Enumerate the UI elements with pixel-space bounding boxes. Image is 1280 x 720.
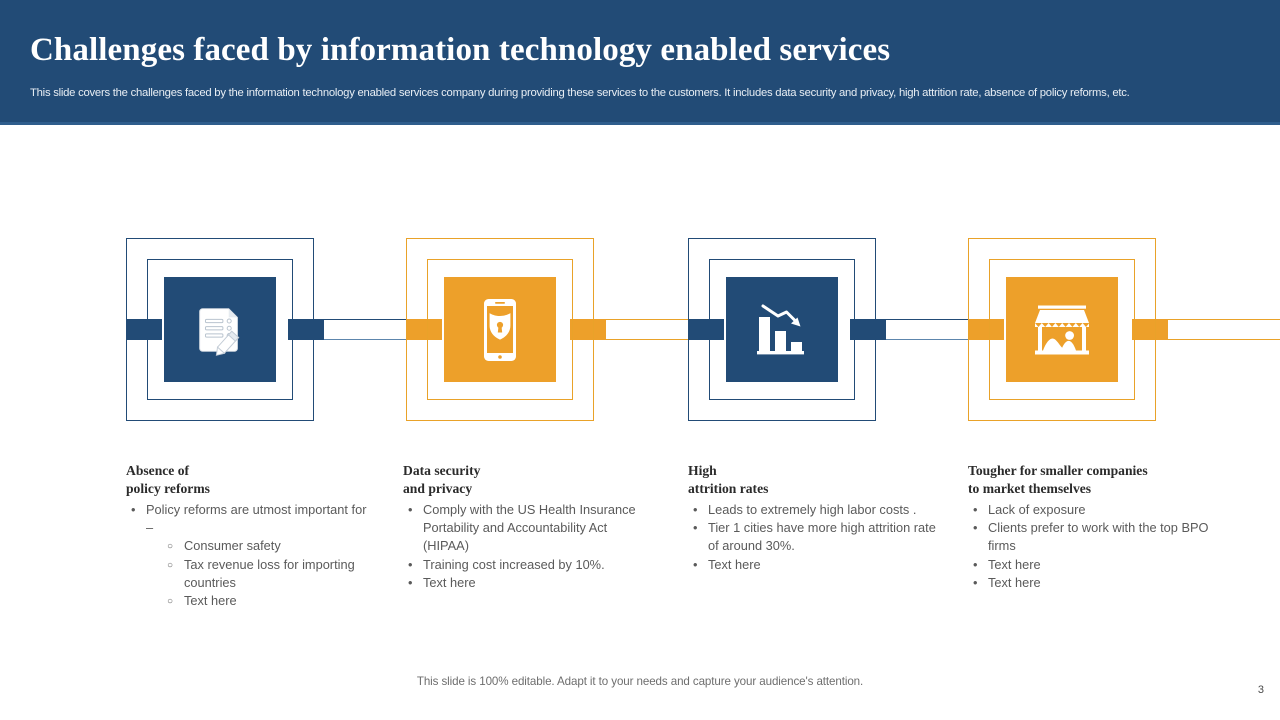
- list-item: • Training cost increased by 10%.: [403, 556, 653, 574]
- footer-note: This slide is 100% editable. Adapt it to…: [416, 675, 864, 688]
- node-outer-frame: [968, 238, 1156, 421]
- sub-list-item-text: Tax revenue loss for importing countries: [184, 556, 355, 590]
- storefront-shop-icon: [1035, 305, 1090, 354]
- process-node-3[interactable]: [688, 238, 876, 421]
- node-inner-frame: [709, 259, 855, 400]
- document-checklist-pencil-icon: [199, 307, 240, 356]
- bullet-marker: •: [693, 556, 698, 572]
- bullet-marker: •: [973, 520, 978, 536]
- list-item-text: Comply with the US Health Insurance Port…: [423, 502, 636, 554]
- sub-list-item: ○ Tax revenue loss for importing countri…: [164, 556, 376, 592]
- content-column-1: Absence of policy reforms • Policy refor…: [126, 462, 376, 610]
- sub-list-item-text: Consumer safety: [184, 538, 281, 554]
- page-subtitle: This slide covers the challenges faced b…: [30, 87, 1130, 99]
- connector-line-top-1-2: [324, 319, 406, 320]
- bullet-marker: •: [973, 574, 978, 590]
- page-number: 3: [1257, 684, 1264, 696]
- list-item: • Text here: [968, 574, 1230, 592]
- node-outer-frame: [688, 238, 876, 421]
- node-icon-tile: [164, 277, 276, 382]
- column-heading: High attrition rates: [688, 463, 769, 496]
- sub-list-item: ○ Text here: [164, 592, 376, 610]
- list-item: • Tier 1 cities have more high attrition…: [688, 519, 938, 555]
- content-column-3: High attrition rates • Leads to extremel…: [688, 462, 938, 574]
- connector-block-right-3: [850, 319, 886, 340]
- node-outer-frame: [126, 238, 314, 421]
- list-item: • Text here: [403, 574, 653, 592]
- sub-bullet-marker: ○: [167, 541, 174, 553]
- column-bullet-list: • Policy reforms are utmost important fo…: [126, 501, 376, 610]
- smartphone-shield-lock-icon: [484, 298, 516, 361]
- column-heading: Tougher for smaller companies to market …: [968, 463, 1148, 496]
- bullet-marker: •: [408, 556, 413, 572]
- list-item-text: Text here: [423, 574, 476, 590]
- node-inner-frame: [989, 259, 1135, 400]
- connector-block-right-2: [570, 319, 606, 340]
- list-item: • Comply with the US Health Insurance Po…: [403, 501, 653, 556]
- list-item: • Lack of exposure: [968, 501, 1230, 519]
- list-item-text: Clients prefer to work with the top BPO …: [988, 520, 1209, 554]
- sub-list-item-text: Text here: [184, 593, 237, 609]
- bullet-marker: •: [131, 502, 136, 517]
- page-title: Challenges faced by information technolo…: [30, 32, 891, 68]
- connector-line-top-2-3: [606, 319, 688, 320]
- column-bullet-list: • Leads to extremely high labor costs . …: [688, 501, 938, 574]
- list-item-text: Text here: [988, 556, 1041, 572]
- connector-line-bottom-2-3: [606, 339, 688, 340]
- list-item-text: Text here: [988, 574, 1041, 590]
- column-sub-bullet-list: ○ Consumer safety ○ Tax revenue loss for…: [164, 537, 376, 610]
- process-node-1[interactable]: [126, 238, 314, 421]
- connector-block-left-4: [968, 319, 1004, 340]
- connector-block-left-2: [406, 319, 442, 340]
- content-column-4: Tougher for smaller companies to market …: [968, 462, 1230, 592]
- process-node-2[interactable]: [406, 238, 594, 421]
- node-inner-frame: [427, 259, 573, 400]
- slide-header: Challenges faced by information technolo…: [0, 0, 1280, 125]
- bullet-marker: •: [408, 574, 413, 590]
- list-item: • Text here: [968, 556, 1230, 574]
- column-bullet-list: • Lack of exposure • Clients prefer to w…: [968, 501, 1230, 592]
- connector-line-bottom-3-4: [886, 339, 968, 340]
- column-bullet-list: • Comply with the US Health Insurance Po…: [403, 501, 653, 592]
- bullet-marker: •: [973, 502, 978, 517]
- process-node-4[interactable]: [968, 238, 1156, 421]
- column-heading: Data security and privacy: [403, 463, 481, 496]
- bullet-marker: •: [693, 502, 698, 517]
- sub-bullet-marker: ○: [167, 559, 174, 571]
- bullet-marker: •: [408, 502, 413, 517]
- list-item-text: Leads to extremely high labor costs .: [708, 502, 917, 517]
- connector-line-bottom-1-2: [324, 339, 406, 340]
- node-icon-tile: [726, 277, 838, 382]
- content-column-2: Data security and privacy • Comply with …: [403, 462, 653, 592]
- sub-list-item: ○ Consumer safety: [164, 537, 376, 555]
- connector-block-right-1: [288, 319, 324, 340]
- bullet-marker: •: [973, 556, 978, 572]
- list-item-text: Tier 1 cities have more high attrition r…: [708, 520, 936, 554]
- list-item-text: Lack of exposure: [988, 502, 1086, 517]
- sub-bullet-marker: ○: [167, 596, 174, 608]
- connector-line-top-3-4: [886, 319, 968, 320]
- node-outer-frame: [406, 238, 594, 421]
- declining-bar-chart-arrow-icon: [757, 304, 804, 354]
- list-item-text: Policy reforms are utmost important for …: [146, 502, 367, 536]
- list-item: • Text here: [688, 556, 938, 574]
- list-item: • Clients prefer to work with the top BP…: [968, 519, 1230, 555]
- node-icon-tile: [1006, 277, 1118, 382]
- node-inner-frame: [147, 259, 293, 400]
- bullet-marker: •: [693, 520, 698, 536]
- list-item: • Policy reforms are utmost important fo…: [126, 501, 376, 610]
- connector-block-left-1: [126, 319, 162, 340]
- process-diagram: [0, 238, 1280, 428]
- connector-block-left-3: [688, 319, 724, 340]
- column-heading: Absence of policy reforms: [126, 463, 210, 496]
- list-item: • Leads to extremely high labor costs .: [688, 501, 938, 519]
- connector-line-top-4-end: [1168, 319, 1280, 320]
- list-item-text: Text here: [708, 556, 761, 572]
- connector-line-bottom-4-end: [1168, 339, 1280, 340]
- node-icon-tile: [444, 277, 556, 382]
- list-item-text: Training cost increased by 10%.: [423, 556, 605, 572]
- connector-block-right-4: [1132, 319, 1168, 340]
